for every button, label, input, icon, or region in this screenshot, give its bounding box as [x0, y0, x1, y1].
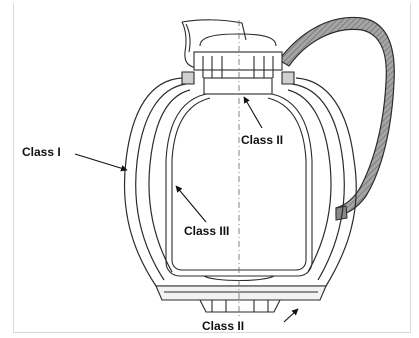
leader-arrows: [74, 96, 299, 323]
inner-liner: [165, 93, 313, 281]
lid: [181, 33, 295, 95]
class-iii-arrow: [175, 185, 207, 223]
class-i-arrow: [74, 153, 128, 172]
class-iii-label: Class III: [184, 224, 230, 238]
handle: [278, 16, 395, 221]
class-ii-bottom-label: Class II: [202, 319, 245, 333]
figure-frame: [13, 3, 411, 333]
class-ii-bottom-arrow: [283, 308, 299, 323]
outer-body: [123, 77, 357, 287]
class-i-label: Class I: [22, 145, 61, 159]
base: [155, 285, 327, 313]
class-ii-top-label: Class II: [241, 133, 284, 147]
spout: [181, 19, 247, 69]
class-ii-top-arrow: [243, 96, 263, 129]
